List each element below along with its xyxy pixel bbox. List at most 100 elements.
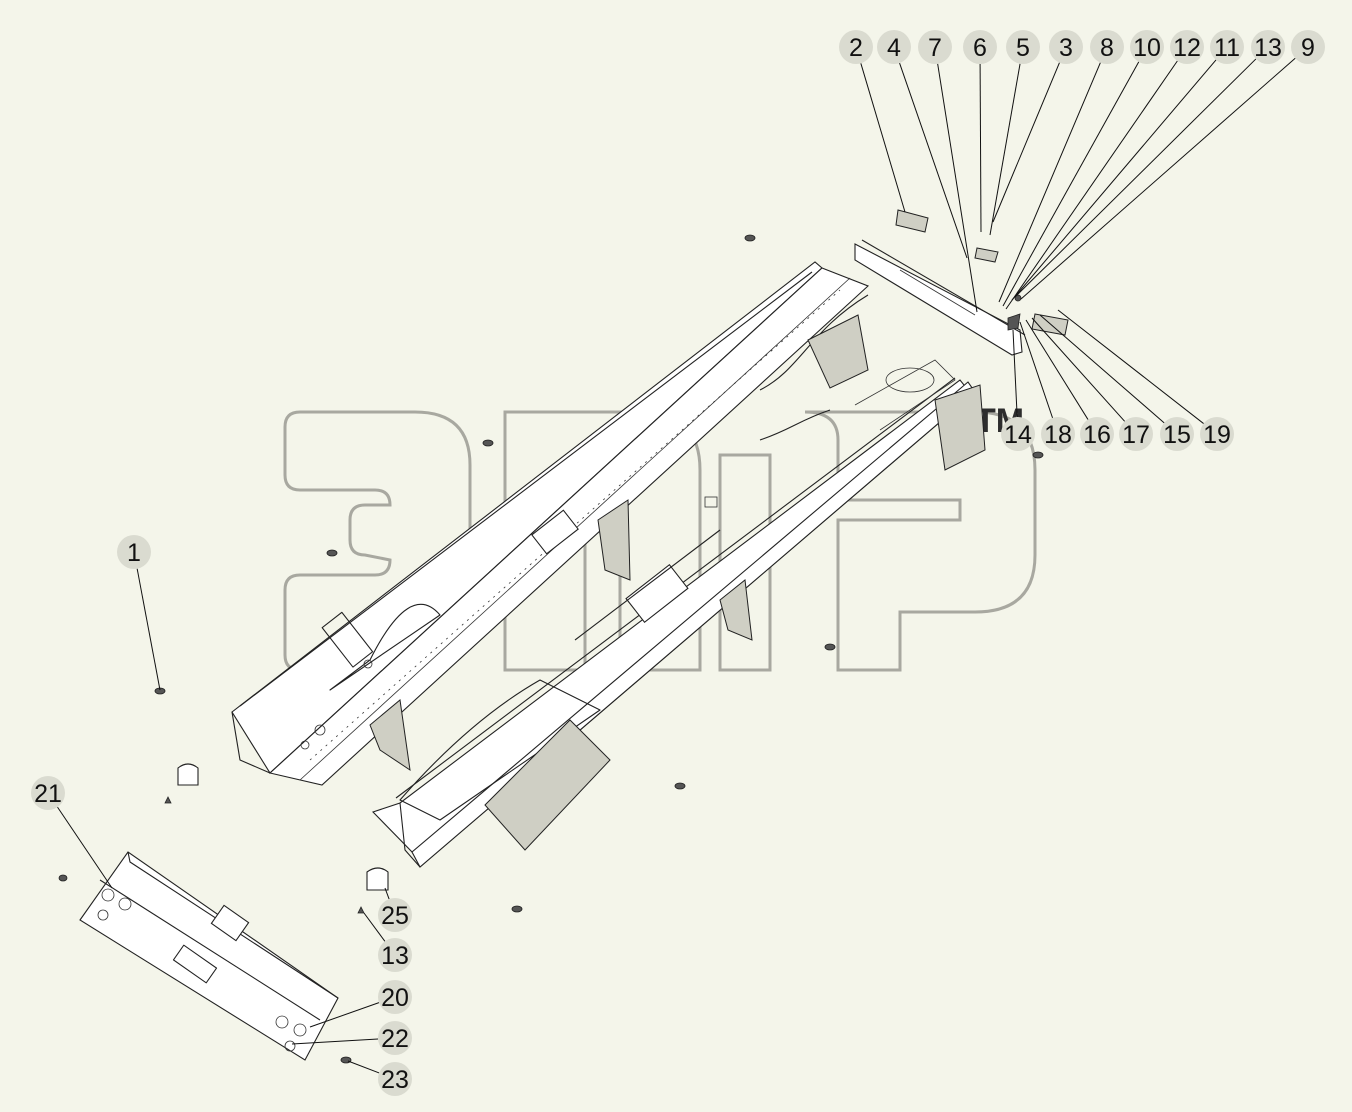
callout-circle [378, 980, 412, 1014]
leader-line-15 [1039, 314, 1165, 424]
callout-number: 6 [973, 34, 987, 62]
leader-line-16 [1025, 319, 1089, 420]
leader-line-23 [347, 1060, 380, 1074]
callout-circle [31, 776, 65, 810]
callout-circle [918, 30, 952, 64]
leader-line-1 [136, 568, 161, 691]
callout-number: 9 [1301, 34, 1315, 62]
leader-line-18 [1019, 321, 1054, 419]
callout-4: 4 [877, 30, 911, 64]
callout-number: 5 [1016, 34, 1030, 62]
callout-circle [1210, 30, 1244, 64]
callout-21: 21 [31, 776, 65, 810]
callout-circle [877, 30, 911, 64]
callout-8: 8 [1090, 30, 1124, 64]
callout-2: 2 [839, 30, 873, 64]
leader-line-19 [1057, 309, 1204, 424]
callout-circle [1130, 30, 1164, 64]
callout-number: 4 [887, 34, 901, 62]
leader-line-14 [1012, 329, 1018, 418]
callout-11: 11 [1210, 30, 1244, 64]
callout-number: 7 [928, 34, 942, 62]
leader-line-9 [1020, 57, 1296, 300]
callout-18: 18 [1041, 417, 1075, 451]
callout-number: 2 [849, 34, 863, 62]
leader-line-11 [1011, 59, 1217, 301]
callout-circle [1251, 30, 1285, 64]
callout-number: 22 [381, 1025, 409, 1053]
leader-lines [57, 57, 1296, 1074]
callout-number: 12 [1173, 34, 1201, 62]
leader-line-21 [57, 806, 113, 889]
callout-5: 5 [1006, 30, 1040, 64]
callout-number: 21 [34, 780, 62, 808]
callout-1: 1 [117, 535, 151, 569]
callout-3: 3 [1049, 30, 1083, 64]
callout-7: 7 [918, 30, 952, 64]
callout-22: 22 [378, 1021, 412, 1055]
leader-line-10 [1002, 61, 1140, 307]
callout-number: 16 [1083, 421, 1111, 449]
callout-circle [378, 938, 412, 972]
leader-line-7 [937, 63, 978, 313]
leader-line-22 [291, 1038, 379, 1045]
callout-number: 13 [381, 942, 409, 970]
leader-line-12 [1005, 60, 1178, 310]
callout-number: 11 [1214, 34, 1240, 62]
leader-line-2 [860, 63, 906, 213]
leader-line-17 [1031, 317, 1126, 422]
callout-number: 15 [1163, 421, 1191, 449]
callout-number: 17 [1122, 421, 1150, 449]
callout-23: 23 [378, 1062, 412, 1096]
leader-line-25 [384, 887, 390, 900]
right-frame-rail [371, 359, 986, 868]
callout-number: 13 [1254, 34, 1282, 62]
callout-circle [378, 1062, 412, 1096]
callout-circle [1170, 30, 1204, 64]
callout-10: 10 [1130, 30, 1164, 64]
left-frame-rail [231, 261, 870, 786]
callout-circle [1090, 30, 1124, 64]
callout-14: 14 [1001, 417, 1035, 451]
leader-line-20 [309, 1002, 380, 1028]
callout-number: 3 [1059, 34, 1073, 62]
callout-circle [1080, 417, 1114, 451]
callout-number: 1 [127, 539, 141, 567]
leader-line-4 [899, 62, 968, 259]
callout-circle [1119, 417, 1153, 451]
leader-line-13 [1014, 58, 1257, 298]
loose-parts [58, 234, 1044, 1064]
callout-number: 23 [381, 1066, 409, 1094]
callout-number: 10 [1133, 34, 1161, 62]
callout-number: 18 [1044, 421, 1072, 449]
callout-number: 19 [1203, 421, 1231, 449]
callout-6: 6 [963, 30, 997, 64]
callout-number: 20 [381, 984, 409, 1012]
leader-line-6 [979, 63, 982, 233]
callout-circle [1200, 417, 1234, 451]
callout-circle [1049, 30, 1083, 64]
callout-13: 13 [1251, 30, 1285, 64]
callout-number: 25 [381, 902, 409, 930]
callout-circle [1006, 30, 1040, 64]
callout-25: 25 [378, 898, 412, 932]
callout-16: 16 [1080, 417, 1114, 451]
leader-line-13 [363, 912, 386, 942]
callout-circle [117, 535, 151, 569]
callout-circle [1160, 417, 1194, 451]
callout-19: 19 [1200, 417, 1234, 451]
callout-9: 9 [1291, 30, 1325, 64]
leader-line-5 [989, 63, 1021, 236]
callout-circle [963, 30, 997, 64]
callout-circle [1001, 417, 1035, 451]
leader-line-3 [992, 62, 1060, 223]
leader-line-8 [998, 62, 1101, 303]
front-panel [79, 851, 339, 1061]
callout-13: 13 [378, 938, 412, 972]
callout-17: 17 [1119, 417, 1153, 451]
callout-circle [378, 1021, 412, 1055]
rear-cross-member [854, 209, 1069, 356]
callout-circle [378, 898, 412, 932]
